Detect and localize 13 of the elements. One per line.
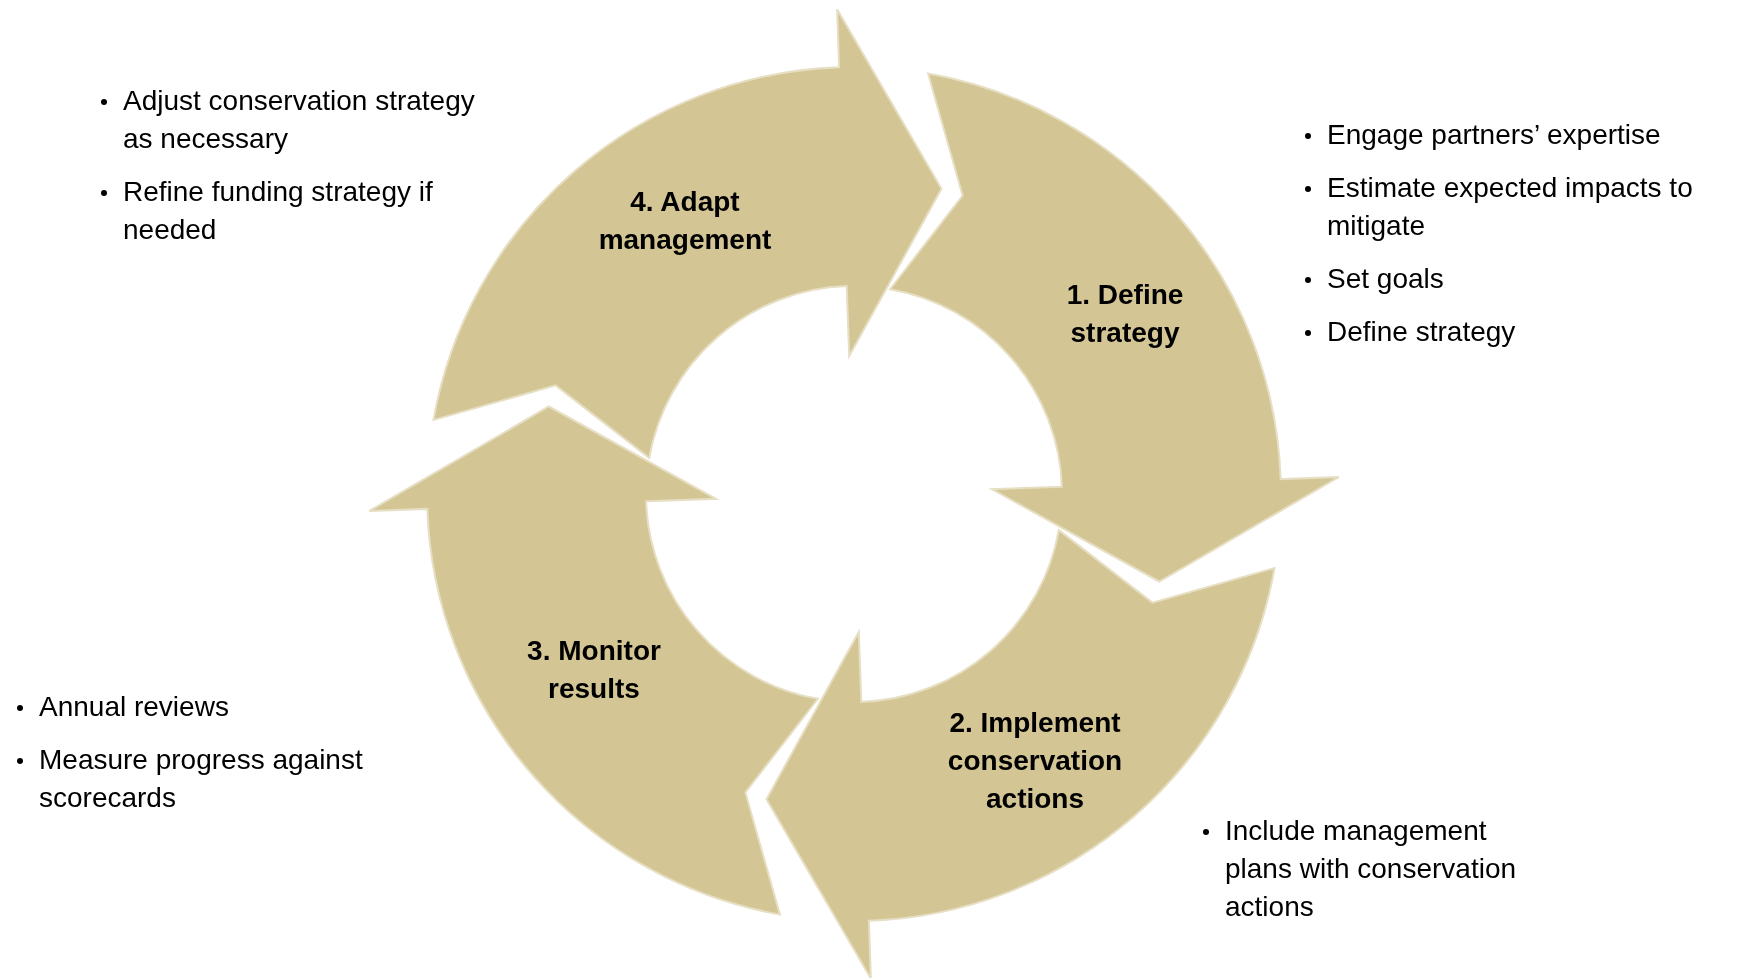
step-label: 4. Adapt management (597, 185, 773, 257)
step-label: 2. Implement conservation actions (946, 706, 1124, 816)
step-label: 1. Define strategy (1065, 278, 1185, 350)
bullet-point: Refine funding strategy if needed (99, 173, 479, 249)
bullet-point: Define strategy (1303, 313, 1743, 351)
bullet-point: Adjust conservation strategy as necessary (99, 82, 479, 158)
bullet-point: Engage partners’ expertise (1303, 116, 1743, 154)
bullet-point: Set goals (1303, 260, 1743, 298)
step-label: 3. Monitor results (526, 634, 662, 706)
bullet-point: Estimate expected impacts to mitigate (1303, 169, 1743, 245)
bullet-point: Measure progress against scorecards (15, 741, 415, 817)
bullet-point: Include management plans with conservation actions (1201, 812, 1561, 926)
bullet-point: Annual reviews (15, 688, 415, 726)
